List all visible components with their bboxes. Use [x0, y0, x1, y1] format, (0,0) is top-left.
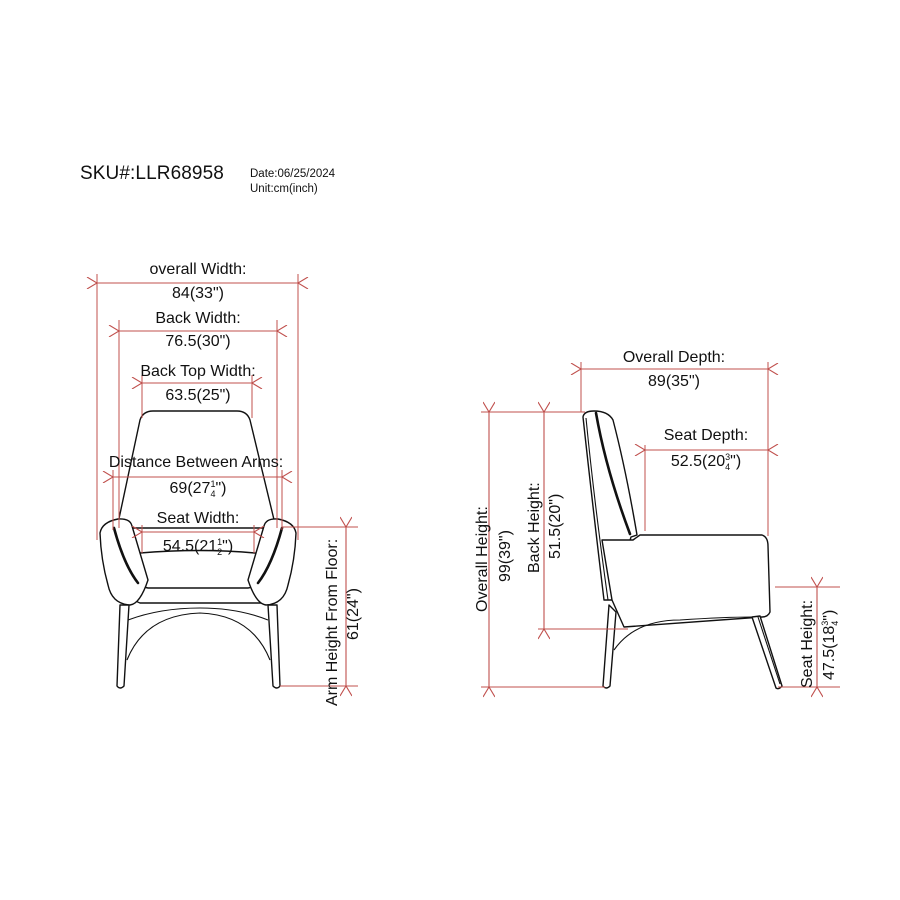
- distance-between-arms-label: Distance Between Arms:: [109, 454, 283, 471]
- back-top-width-value: 63.5(25"): [165, 387, 230, 404]
- back-height-label: Back Height:: [526, 482, 543, 573]
- back-top-width-label: Back Top Width:: [140, 363, 255, 380]
- sku-label: SKU#:LLR68958: [80, 163, 224, 184]
- front-chair-outline: [99, 410, 297, 689]
- overall-width-label: overall Width:: [150, 261, 247, 278]
- overall-height-value: 99(39"): [497, 530, 514, 582]
- seat-height-value: 47.5(1834"): [820, 610, 840, 680]
- meta-info: Date:06/25/2024 Unit:cm(inch): [250, 167, 335, 197]
- seat-width-label: Seat Width:: [157, 510, 240, 527]
- overall-depth-label: Overall Depth:: [623, 349, 725, 366]
- side-view: Overall Depth: 89(35") Seat Depth: 52.5(…: [474, 349, 840, 689]
- seat-height-label: Seat Height:: [799, 600, 816, 688]
- overall-depth-value: 89(35"): [648, 373, 700, 390]
- side-chair-outline: [582, 410, 783, 690]
- back-height-value: 51.5(20"): [547, 494, 564, 559]
- overall-width-value: 84(33"): [172, 285, 224, 302]
- overall-height-label: Overall Height:: [474, 506, 491, 612]
- arm-height-value: 61(24"): [345, 588, 362, 640]
- unit-label: Unit:cm(inch): [250, 183, 318, 195]
- back-width-label: Back Width:: [155, 310, 240, 327]
- arm-height-label: Arm Height From Floor:: [324, 539, 341, 706]
- front-view: overall Width: 84(33") Back Width: 76.5(…: [97, 261, 362, 706]
- back-width-value: 76.5(30"): [165, 333, 230, 350]
- seat-depth-label: Seat Depth:: [664, 427, 749, 444]
- date-label: Date:06/25/2024: [250, 168, 336, 180]
